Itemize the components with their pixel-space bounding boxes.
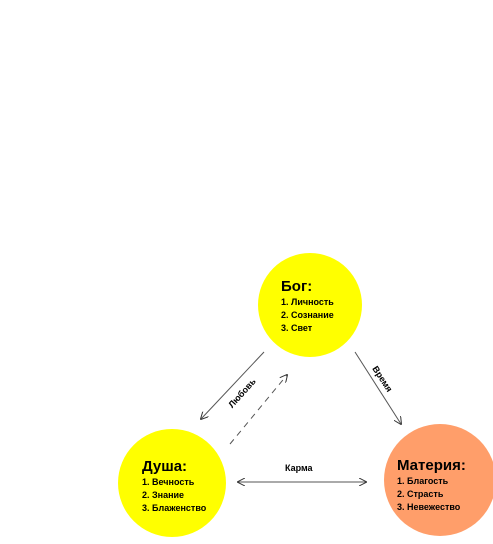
god-item-3: 3. Свет	[281, 323, 313, 333]
love-arrow	[201, 351, 265, 419]
matter-title: Материя:	[397, 457, 466, 474]
god-node	[258, 253, 362, 357]
god-item-1: 1. Личность	[281, 297, 334, 307]
soul-node-text: Душа: 1. Вечность 2. Знание 3. Блаженств…	[142, 458, 206, 515]
soul-item-3: 3. Блаженство	[142, 503, 207, 513]
god-title: Бог:	[281, 278, 313, 295]
matter-node-text: Материя: 1. Благость 2. Страсть 3. Невеж…	[397, 457, 466, 514]
soul-title: Душа:	[142, 458, 188, 475]
god-item-2: 2. Сознание	[281, 310, 334, 320]
matter-node	[384, 424, 493, 536]
soul-item-2: 2. Знание	[142, 490, 185, 500]
time-arrow	[354, 351, 401, 424]
karma-label: Карма	[285, 463, 313, 473]
god-node-text: Бог: 1. Личность 2. Сознание 3. Свет	[281, 278, 334, 335]
matter-item-3: 3. Невежество	[397, 502, 461, 512]
love-return-dashed-arrow	[229, 375, 287, 445]
matter-item-2: 2. Страсть	[397, 489, 444, 499]
matter-item-1: 1. Благость	[397, 476, 449, 486]
soul-node	[118, 429, 226, 537]
soul-item-1: 1. Вечность	[142, 477, 195, 487]
